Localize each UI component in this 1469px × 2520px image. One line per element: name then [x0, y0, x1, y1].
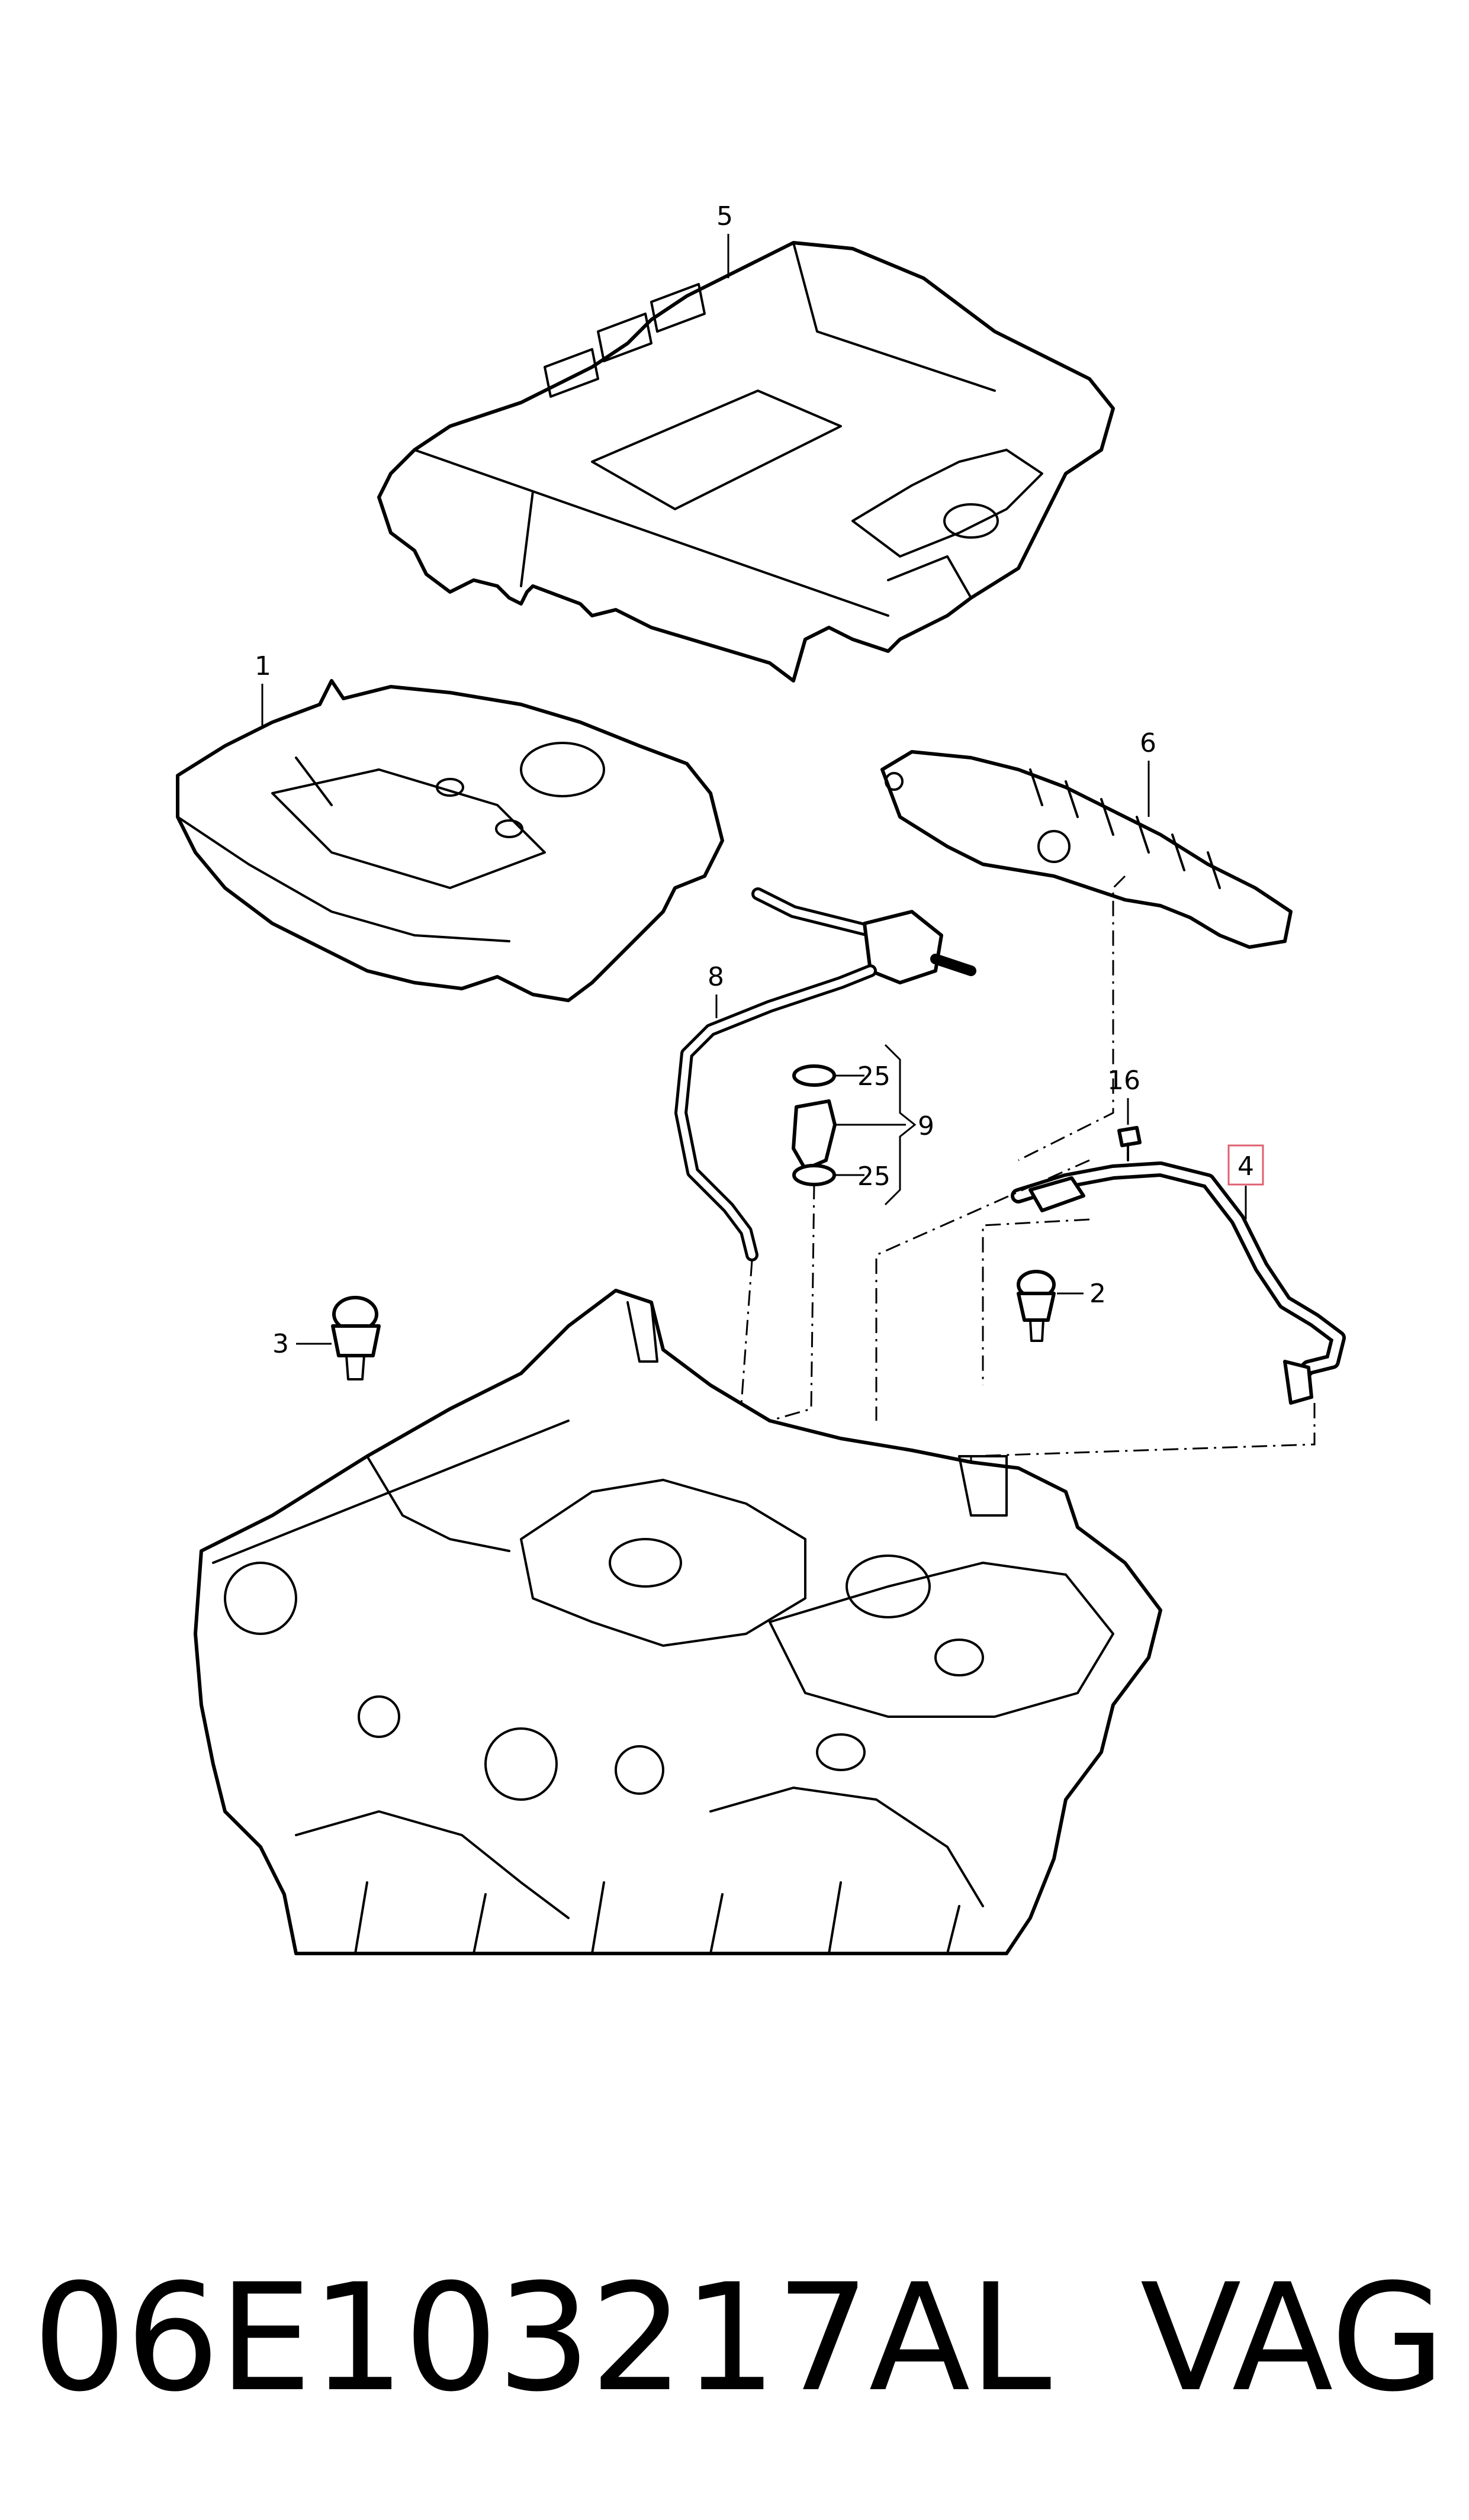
ball-stud-2	[1017, 1270, 1056, 1342]
wiring-bracket	[880, 750, 1293, 949]
ball-stud-3	[331, 1296, 381, 1380]
callout-4-highlight	[1227, 1144, 1264, 1186]
callouts: 5 1 6 8 25 9 25 16 4 2 3	[255, 201, 1264, 1359]
callout-3: 3	[272, 1329, 289, 1359]
callout-9: 9	[918, 1111, 934, 1141]
part-number: 06E103217AL	[33, 2252, 1052, 2424]
callout-8: 8	[708, 962, 724, 992]
engine-block	[194, 1289, 1162, 1955]
vent-hose-with-valve	[674, 887, 976, 1261]
connector-with-orings	[792, 1044, 917, 1206]
callout-2: 2	[1089, 1279, 1106, 1309]
callout-1: 1	[255, 651, 271, 681]
callout-6: 6	[1140, 728, 1156, 758]
callout-25-bottom: 25	[857, 1161, 891, 1192]
callout-4: 4	[1237, 1151, 1254, 1182]
footer: 06E103217AL VAG	[0, 2249, 1469, 2427]
exploded-parts-diagram: 5 1 6 8 25 9 25 16 4 2 3	[176, 201, 1346, 1955]
screw	[1117, 1126, 1142, 1161]
engine-cover-lower	[176, 679, 724, 1002]
callout-25-top: 25	[857, 1061, 891, 1092]
breather-hose	[1011, 1161, 1346, 1405]
callout-5: 5	[716, 201, 733, 231]
engine-cover-upper	[377, 241, 1115, 683]
callout-16: 16	[1107, 1066, 1140, 1096]
brand-name: VAG	[1140, 2252, 1445, 2424]
